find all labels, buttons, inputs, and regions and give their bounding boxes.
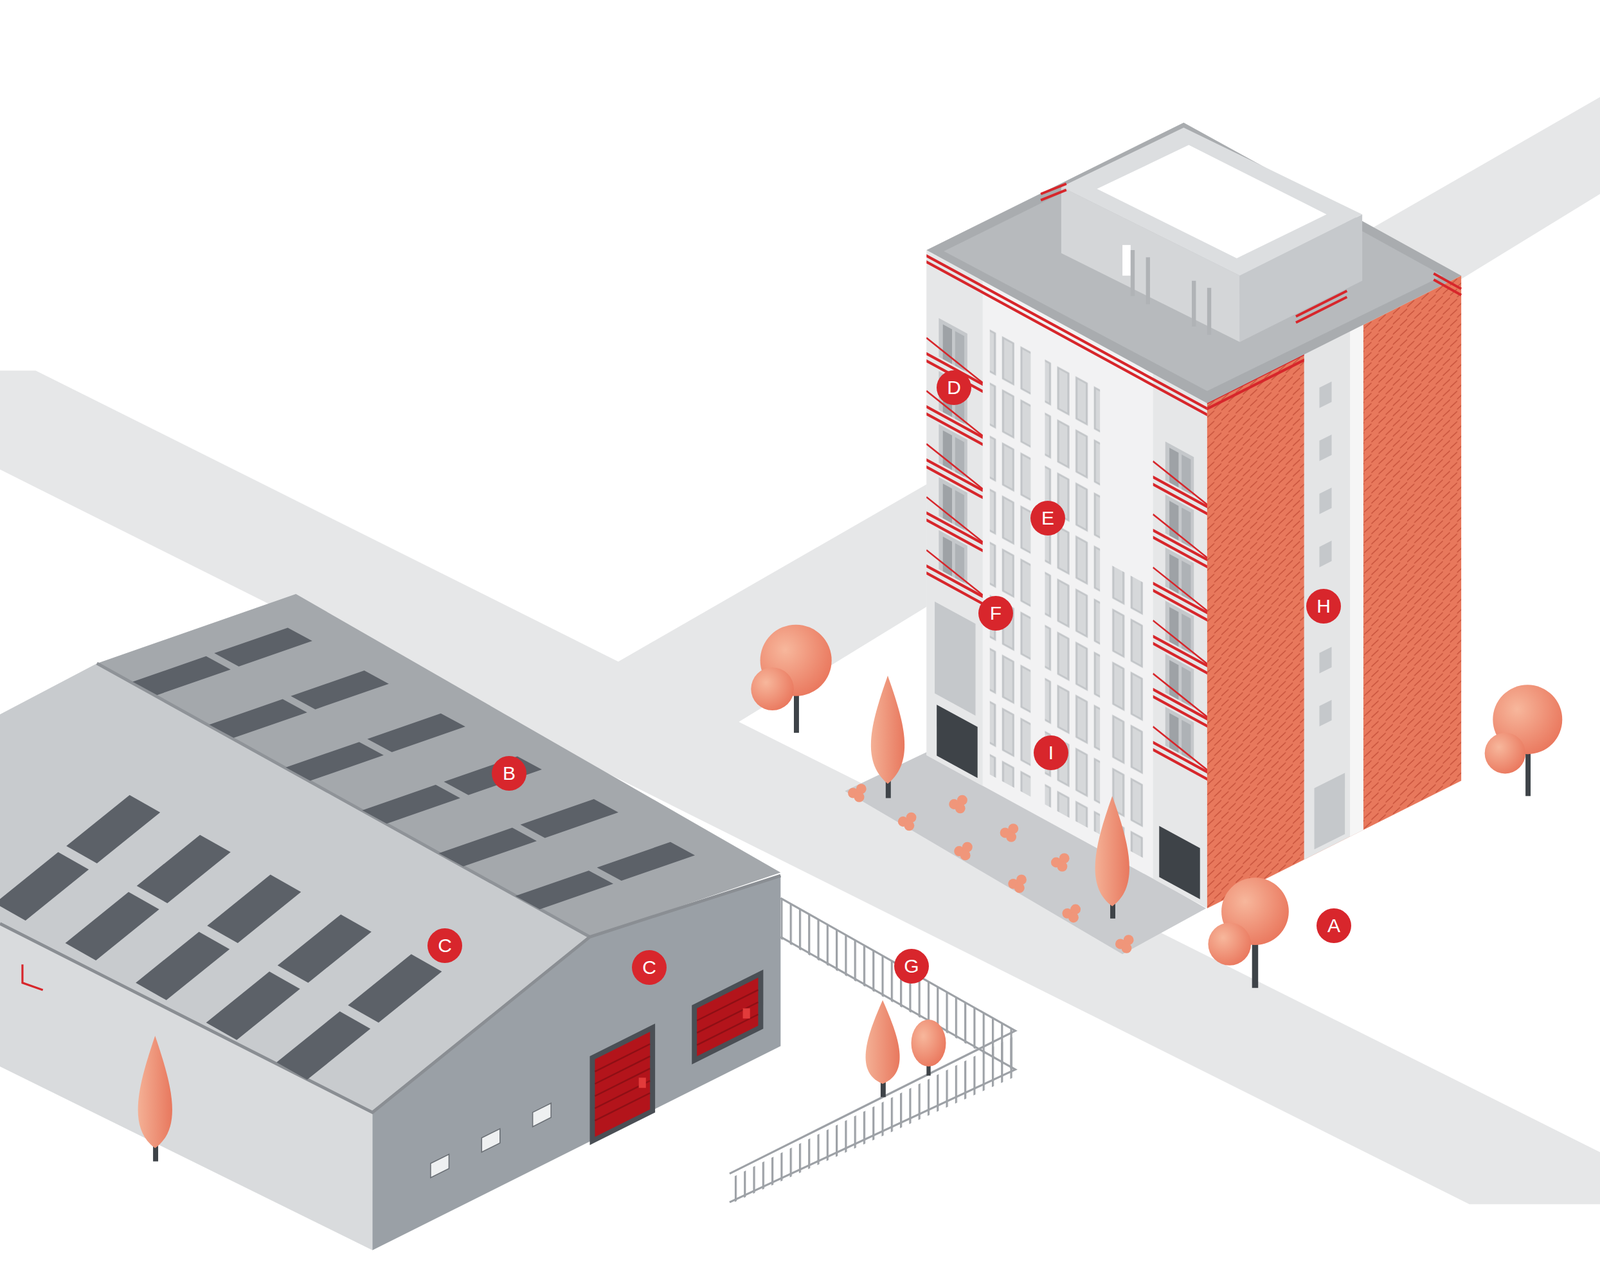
callout-letter: H bbox=[1306, 588, 1341, 624]
roads bbox=[0, 97, 1600, 1205]
callout-text: F bbox=[989, 603, 1002, 623]
callout-text: D bbox=[946, 377, 962, 398]
callout-letter: I bbox=[1033, 735, 1069, 771]
trees bbox=[138, 624, 1563, 1162]
fence bbox=[729, 898, 1016, 1205]
callout-letter: F bbox=[978, 595, 1014, 631]
callout-letter: E bbox=[1030, 500, 1066, 536]
callout-text: A bbox=[1327, 916, 1341, 936]
callout-text: C bbox=[642, 957, 657, 978]
callout-text: G bbox=[903, 956, 919, 976]
callout-text: B bbox=[502, 763, 516, 783]
callout-text: I bbox=[1048, 743, 1054, 763]
callout-letter: D bbox=[936, 370, 972, 405]
callout-text: H bbox=[1316, 596, 1331, 616]
callout-text: E bbox=[1041, 508, 1055, 528]
callout-letter: G bbox=[894, 948, 929, 984]
callout-letter: C bbox=[631, 950, 667, 985]
callout-letter: C bbox=[427, 928, 463, 963]
flower-beds bbox=[847, 783, 1134, 954]
callout-letter: A bbox=[1316, 908, 1352, 944]
callout-letter: B bbox=[491, 755, 527, 791]
warehouse bbox=[0, 593, 781, 1251]
apartment-building bbox=[926, 122, 1462, 910]
callout-text: C bbox=[437, 935, 452, 956]
